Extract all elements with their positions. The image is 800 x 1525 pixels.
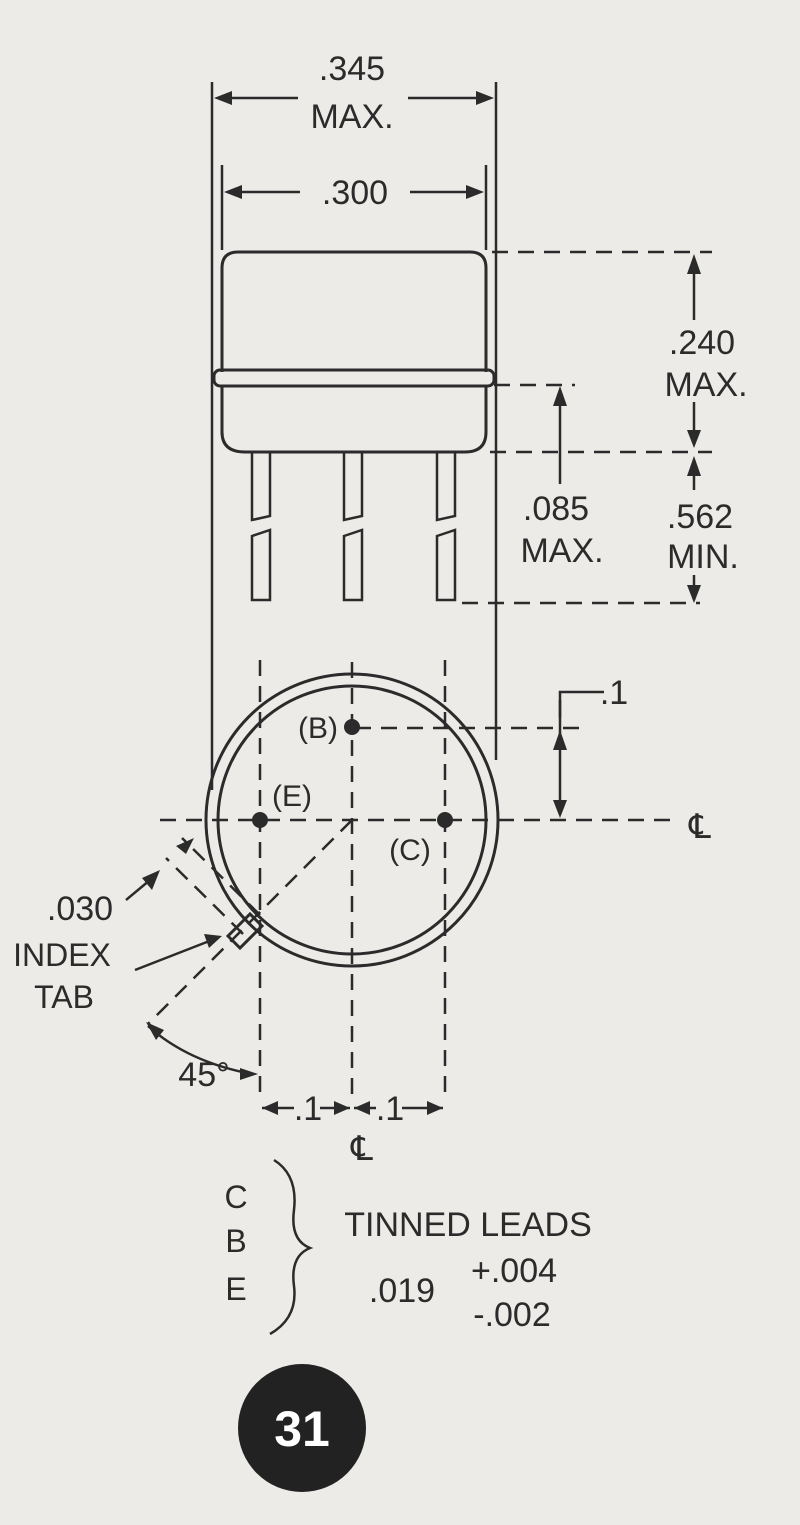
- lead-tolerance-plus: +.004: [471, 1252, 557, 1290]
- transistor-flange: [212, 368, 496, 388]
- body-height-value: .240: [669, 324, 735, 362]
- lead-spacing-dimension: .1 .1 ℄: [262, 1090, 443, 1168]
- pin-base-dot: [344, 719, 360, 735]
- flange-height-note: MAX.: [520, 532, 603, 570]
- pin-offset-dimension: .1: [553, 674, 628, 818]
- tab-width-dimension: .030: [47, 838, 194, 928]
- pin-emitter-label: (E): [272, 780, 312, 813]
- lead-middle: [342, 452, 364, 602]
- pin-collector-dot: [437, 812, 453, 828]
- index-tab-shape: [225, 911, 265, 951]
- body-height-dimension: .240 MAX.: [492, 250, 748, 448]
- overall-width-note: MAX.: [310, 98, 393, 136]
- flange-height-dimension: .085 MAX.: [490, 383, 712, 570]
- spacing-left-value: .1: [294, 1090, 322, 1128]
- transistor-base: [220, 386, 488, 454]
- centerline-symbol-vertical: ℄: [350, 1130, 373, 1168]
- angle-value: 45°: [178, 1056, 229, 1094]
- leads-note: C B E TINNED LEADS .019 +.004 -.002: [224, 1158, 592, 1336]
- lead-tolerance-minus: -.002: [473, 1296, 551, 1334]
- index-tab-callout: INDEX TAB: [13, 934, 222, 1015]
- flange-height-value: .085: [523, 490, 589, 528]
- tab-width-value: .030: [47, 890, 113, 928]
- pin-base-label: (B): [298, 712, 338, 745]
- side-view: [212, 250, 700, 605]
- lead-diameter: .019: [369, 1272, 435, 1310]
- lead-length-note: MIN.: [667, 538, 739, 576]
- lead-letter-c: C: [224, 1179, 247, 1215]
- page-number-badge: 31: [238, 1364, 366, 1492]
- lead-letter-b: B: [225, 1223, 246, 1259]
- body-width-dimension: .300: [220, 165, 488, 250]
- overall-width-value: .345: [319, 50, 385, 88]
- bottom-view: (B) (E) (C): [147, 660, 680, 1100]
- pin-emitter-dot: [252, 812, 268, 828]
- leads-brace: [269, 1158, 314, 1336]
- lead-length-dimension: .562 MIN.: [667, 456, 739, 603]
- lead-length-value: .562: [667, 498, 733, 536]
- lead-left: [250, 452, 272, 602]
- pin-offset-value: .1: [600, 674, 628, 712]
- spacing-right-value: .1: [376, 1090, 404, 1128]
- transistor-cap: [220, 250, 488, 372]
- lead-letter-e: E: [225, 1271, 246, 1307]
- body-width-value: .300: [322, 174, 388, 212]
- pin-collector-label: (C): [389, 834, 431, 867]
- centerline-symbol-horizontal: ℄: [688, 808, 711, 846]
- angle-dimension: 45°: [146, 1022, 258, 1094]
- lead-right: [435, 452, 457, 602]
- page-number: 31: [274, 1401, 330, 1457]
- overall-width-dimension: .345 MAX.: [210, 50, 498, 790]
- body-height-note: MAX.: [664, 366, 747, 404]
- leads-label: TINNED LEADS: [344, 1206, 592, 1244]
- index-tab-line2: TAB: [34, 979, 94, 1015]
- index-tab-line1: INDEX: [13, 937, 111, 973]
